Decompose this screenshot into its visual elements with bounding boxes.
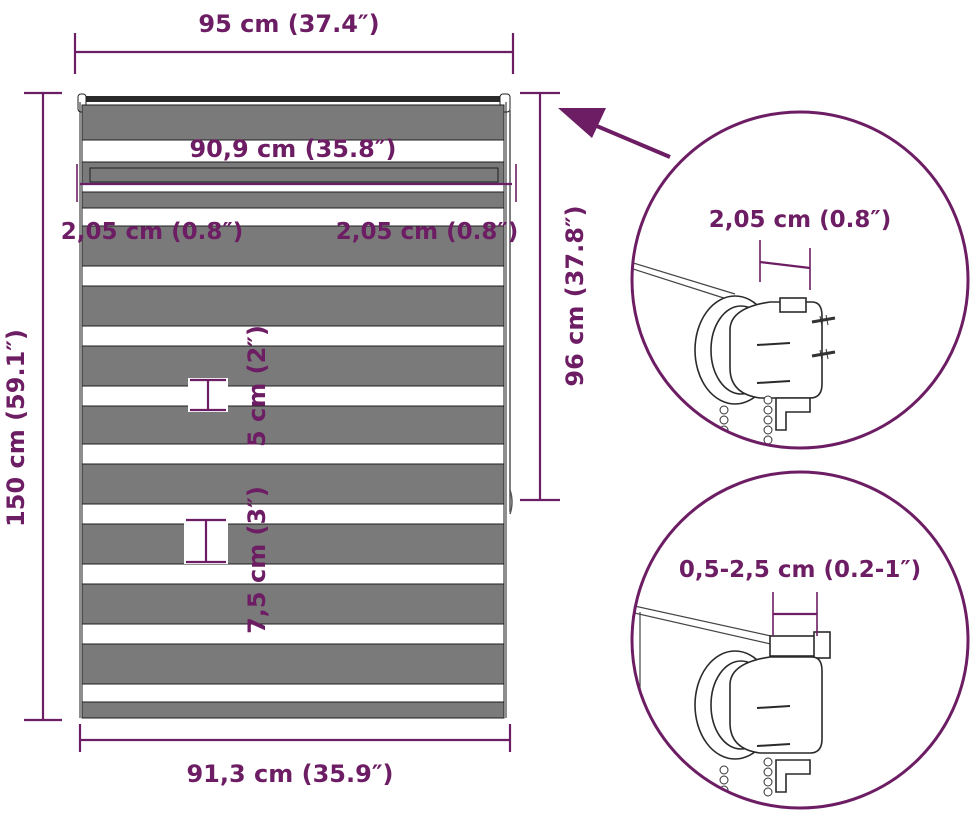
chain-loop bbox=[509, 489, 513, 515]
head-rail bbox=[80, 96, 508, 102]
stripe-5cm-label: 5 cm (2″) bbox=[243, 325, 271, 447]
fabric-stripe-light bbox=[81, 503, 505, 525]
clamp-range-label: 0,5-2,5 cm (0.2-1″) bbox=[679, 557, 921, 583]
fabric-width-top-label: 90,9 cm (35.8″) bbox=[189, 135, 396, 163]
stripe-5cm-dimension: 5 cm (2″) bbox=[188, 325, 271, 447]
fabric-stripe-dark bbox=[81, 285, 505, 327]
bracket-width-label: 2,05 cm (0.8″) bbox=[709, 207, 891, 233]
chain-beads bbox=[719, 395, 773, 445]
fabric-stripe-light bbox=[81, 563, 505, 585]
fabric-stripe-dark bbox=[81, 405, 505, 445]
side-gap-left-label: 2,05 cm (0.8″) bbox=[61, 219, 243, 245]
detail-clamp-mount: 0,5-2,5 cm (0.2-1″) bbox=[630, 470, 970, 810]
fabric-stripe-dark bbox=[81, 523, 505, 565]
detail-wall-mount: 2,05 cm (0.8″) bbox=[630, 110, 970, 450]
fabric-stripe-light bbox=[81, 385, 505, 407]
fabric-stripe-light bbox=[81, 265, 505, 287]
total-height-label: 150 cm (59.1″) bbox=[2, 329, 30, 527]
screw-icon bbox=[811, 314, 836, 361]
fabric-stripe-dark bbox=[81, 643, 505, 685]
fabric-width-bottom-dimension: 91,3 cm (35.9″) bbox=[78, 724, 512, 788]
total-height-dimension: 150 cm (59.1″) bbox=[2, 91, 62, 722]
fabric-width-bottom-label: 91,3 cm (35.9″) bbox=[186, 760, 393, 788]
stripe-7-5cm-label: 7,5 cm (3″) bbox=[243, 486, 271, 634]
fabric-stripe-dark bbox=[81, 463, 505, 505]
fabric-stripes bbox=[81, 104, 505, 719]
inner-rail bbox=[89, 167, 499, 183]
chain-height-dimension: 96 cm (37.8″) bbox=[520, 91, 589, 502]
fabric-stripe-light bbox=[81, 623, 505, 645]
fabric-stripe-light bbox=[81, 325, 505, 347]
fabric-width-top-dimension: 90,9 cm (35.8″) bbox=[76, 135, 517, 202]
fabric-stripe-dark bbox=[81, 701, 505, 719]
fabric-stripe-light bbox=[81, 443, 505, 465]
fabric-stripe-dark bbox=[81, 225, 505, 267]
fabric-stripe-light bbox=[81, 183, 505, 193]
fabric-stripe-light bbox=[81, 683, 505, 703]
total-width-label: 95 cm (37.4″) bbox=[198, 10, 379, 38]
fabric-stripe-dark bbox=[81, 191, 505, 209]
fabric-stripe-dark bbox=[81, 583, 505, 625]
roller-blind bbox=[77, 93, 513, 719]
total-width-dimension: 95 cm (37.4″) bbox=[73, 10, 515, 74]
fabric-stripe-dark bbox=[81, 345, 505, 387]
stripe-7-5cm-dimension: 7,5 cm (3″) bbox=[184, 486, 271, 634]
arrow-icon bbox=[558, 108, 671, 159]
chain-height-label: 96 cm (37.8″) bbox=[561, 205, 589, 386]
side-gap-right-label: 2,05 cm (0.8″) bbox=[336, 219, 518, 245]
